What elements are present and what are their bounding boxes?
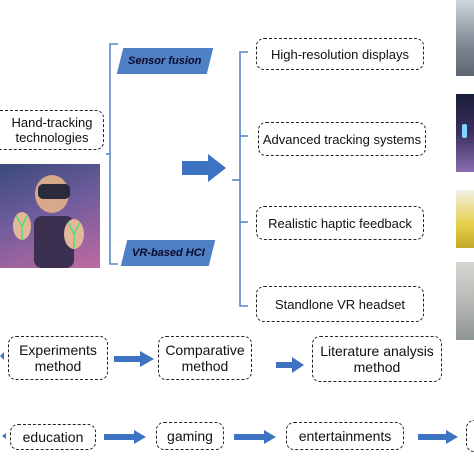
methods-arrow-2: [276, 357, 304, 373]
method-box-experiments: Experiments method: [8, 336, 108, 380]
app-label-entertainments: entertainments: [298, 428, 392, 444]
apps-arrow-2: [234, 430, 276, 444]
app-box-gaming: gaming: [156, 422, 224, 450]
apps-arrow-3: [418, 430, 458, 444]
haptic-glove-photo: [456, 190, 474, 248]
center-arrow: [182, 154, 226, 182]
branch-vr-hci-label: VR-based HCI: [131, 247, 205, 259]
branch-sensor-fusion: Sensor fusion: [116, 48, 214, 74]
outcome-label-headset: Standlone VR headset: [274, 296, 406, 312]
outcome-box-headset: Standlone VR headset: [256, 286, 424, 322]
outcome-box-haptic: Realistic haptic feedback: [256, 206, 424, 240]
source-label: Hand-tracking technologies: [11, 115, 93, 145]
app-box-entertainments: entertainments: [286, 422, 404, 450]
method-label-comparative: Comparative method: [165, 342, 245, 374]
app-box-education: education: [10, 424, 96, 450]
methods-in-arrow: [0, 352, 4, 360]
apps-arrow-1: [104, 430, 146, 444]
method-box-comparative: Comparative method: [158, 336, 252, 380]
source-box: Hand-tracking technologies: [0, 110, 104, 150]
method-label-experiments: Experiments method: [19, 342, 97, 374]
outcome-box-tracking: Advanced tracking systems: [258, 122, 426, 156]
outcome-label-displays: High-resolution displays: [270, 46, 409, 62]
vr-user-photo: [0, 164, 100, 268]
app-label-gaming: gaming: [167, 428, 213, 444]
app-box-cutoff: [466, 420, 474, 452]
tracking-hand-photo: [456, 94, 474, 172]
branch-sensor-fusion-label: Sensor fusion: [128, 55, 202, 67]
outcome-label-haptic: Realistic haptic feedback: [268, 215, 412, 231]
app-label-education: education: [22, 429, 84, 445]
methods-arrow-1: [114, 351, 154, 367]
outcome-label-tracking: Advanced tracking systems: [262, 131, 422, 147]
branch-bracket: [109, 43, 118, 265]
standalone-headset-photo: [456, 262, 474, 340]
method-label-literature: Literature analysis method: [320, 343, 434, 375]
vr-headset-photo: [456, 0, 474, 76]
outcome-bracket: [239, 51, 248, 307]
method-box-literature: Literature analysis method: [312, 336, 442, 382]
outcome-box-displays: High-resolution displays: [256, 38, 424, 70]
apps-in-arrow: [2, 433, 6, 439]
branch-vr-hci: VR-based HCI: [120, 240, 216, 266]
